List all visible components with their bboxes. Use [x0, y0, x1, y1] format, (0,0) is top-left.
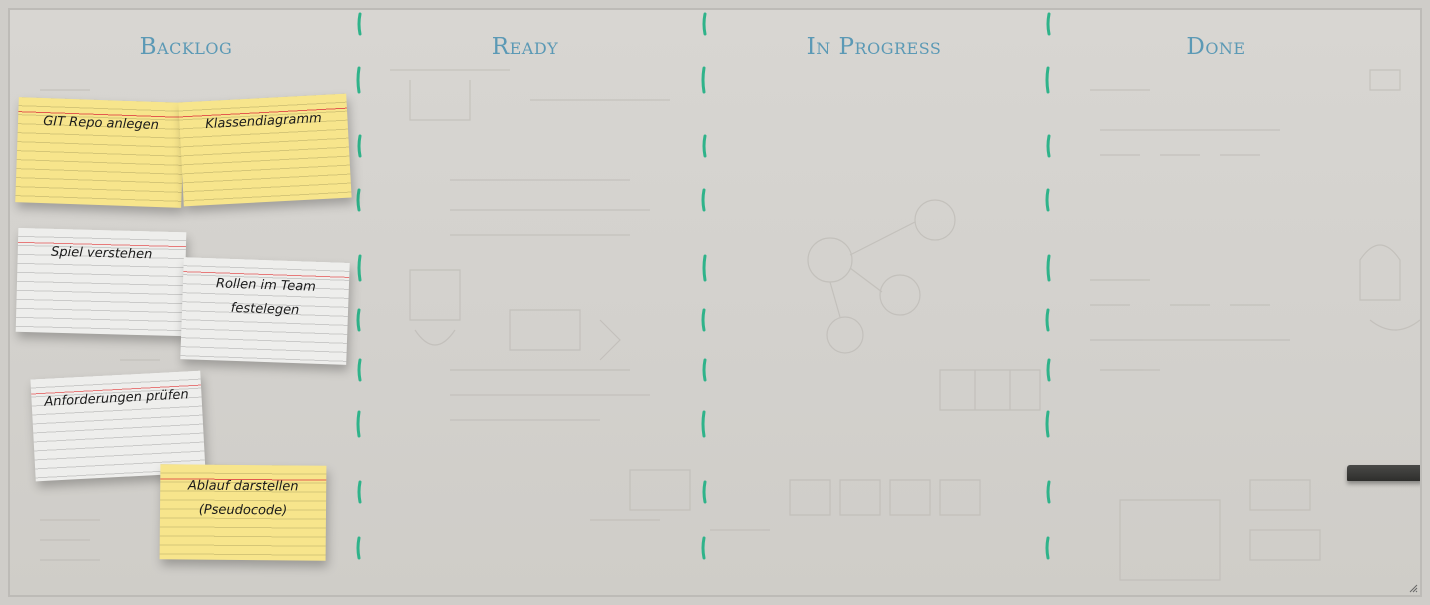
whiteboard-ghost-sketches — [40, 69, 1420, 581]
card-label: Anforderungen prüfen — [44, 387, 190, 410]
whiteboard-eraser-icon[interactable] — [1347, 465, 1420, 481]
column-title-in-progress: In Progress — [806, 34, 942, 60]
column-divider-1 — [356, 12, 362, 560]
card-git-repo[interactable]: GIT Repo anlegen — [15, 97, 185, 208]
card-label: Ablauf darstellen (Pseudocode) — [187, 478, 299, 519]
column-title-ready: Ready — [491, 34, 559, 60]
column-title-backlog: Backlog — [139, 34, 233, 60]
card-klassendiagramm[interactable]: Klassendiagramm — [178, 93, 352, 207]
card-label: GIT Repo anlegen — [42, 114, 160, 134]
column-title-done: Done — [1186, 34, 1246, 60]
card-label: Rollen im Team festelegen — [215, 276, 317, 319]
card-label: Spiel verstehen — [50, 244, 153, 263]
card-rollen-im-team[interactable]: Rollen im Team festelegen — [180, 257, 350, 365]
kanban-board: Backlog Ready In Progress Done GIT Repo … — [8, 8, 1422, 597]
card-label: Klassendiagramm — [204, 110, 323, 133]
card-spiel-verstehen[interactable]: Spiel verstehen — [15, 227, 187, 337]
column-divider-2 — [701, 12, 707, 560]
column-divider-3 — [1045, 12, 1051, 560]
resize-grip-icon[interactable] — [1408, 583, 1418, 593]
card-ablauf[interactable]: Ablauf darstellen (Pseudocode) — [159, 464, 327, 561]
